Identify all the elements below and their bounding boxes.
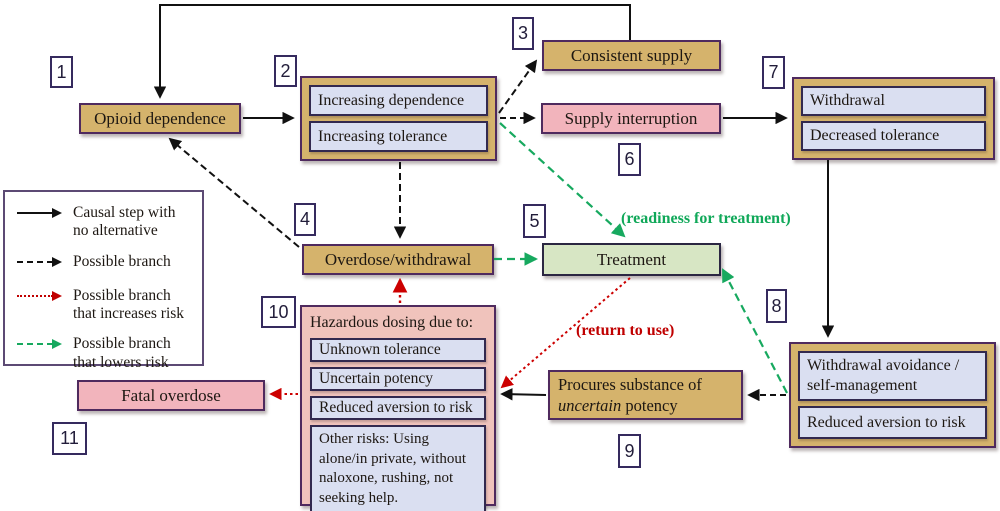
dotted-red-arrow-icon [17,290,63,301]
node-procures-substance: Procures substance of uncertain potency [548,370,743,420]
legend-item-solid: Causal step with no alternative [17,204,194,241]
node-reduced-aversion-2: Reduced aversion to risk [798,406,987,439]
step-marker-3: 3 [512,17,534,50]
edge-procures-to-hazardous [500,388,547,401]
procures-line2-rest: potency [621,396,678,415]
node-withdrawal-avoidance: Withdrawal avoidance / self-management [798,351,987,402]
edge-group2-to-consistent [498,59,538,114]
node-increasing-tolerance: Increasing tolerance [309,121,488,152]
node-group-withdrawal-avoidance: Withdrawal avoidance / self-management R… [789,342,996,448]
legend-label: Possible branch that increases risk [73,286,185,323]
node-consistent-supply: Consistent supply [542,40,721,71]
legend-label: Possible branch that lowers risk [73,335,171,371]
edge-label-readiness: (readiness for treatment) [621,210,791,227]
procures-line1: Procures substance of [558,374,702,394]
node-supply-interruption: Supply interruption [541,103,721,134]
legend-item-dotted-red: Possible branch that increases risk [17,287,194,324]
node-group-withdrawal: Withdrawal Decreased tolerance [792,77,995,160]
step-marker-1: 1 [50,56,73,88]
node-increasing-dependence: Increasing dependence [309,85,488,116]
node-fatal-overdose: Fatal overdose [77,380,265,411]
node-unknown-tolerance: Unknown tolerance [310,338,486,362]
dashed-black-arrow-icon [17,256,63,267]
step-marker-6: 6 [618,143,641,176]
node-overdose-withdrawal: Overdose/withdrawal [302,244,494,275]
legend: Causal step with no alternative Possible… [3,190,204,371]
node-decreased-tolerance: Decreased tolerance [801,121,986,151]
node-withdrawal: Withdrawal [801,86,986,116]
step-marker-10: 10 [261,296,296,328]
step-marker-5: 5 [523,204,546,238]
solid-black-arrow-icon [17,208,63,218]
procures-italic-word: uncertain [558,396,622,415]
edge-label-return-to-use: (return to use) [576,322,675,339]
hazardous-dosing-title: Hazardous dosing due to: [310,314,474,331]
dashed-green-arrow-icon [17,339,63,350]
node-treatment: Treatment [542,243,721,276]
node-reduced-aversion: Reduced aversion to risk [310,396,486,420]
edge-group2-to-treatment [499,122,626,238]
node-uncertain-potency: Uncertain potency [310,367,486,391]
step-marker-4: 4 [294,203,316,236]
node-opioid-dependence: Opioid dependence [79,103,241,134]
legend-item-dashed-green: Possible branch that lowers risk [17,335,194,372]
node-group-hazardous-dosing: Hazardous dosing due to: Unknown toleran… [300,305,496,511]
legend-label: Causal step with no alternative [73,204,176,240]
procures-line2: uncertain potency [558,395,733,416]
step-marker-2: 2 [274,55,297,87]
node-other-risks: Other risks: Using alone/in private, wit… [310,425,486,511]
step-marker-7: 7 [762,56,785,89]
legend-item-dashed: Possible branch [17,253,194,271]
step-marker-9: 9 [618,434,641,468]
legend-label: Possible branch [73,252,171,270]
step-marker-8: 8 [766,289,787,323]
step-marker-11: 11 [52,422,87,455]
node-group-dependence-tolerance: Increasing dependence Increasing toleran… [300,76,497,161]
